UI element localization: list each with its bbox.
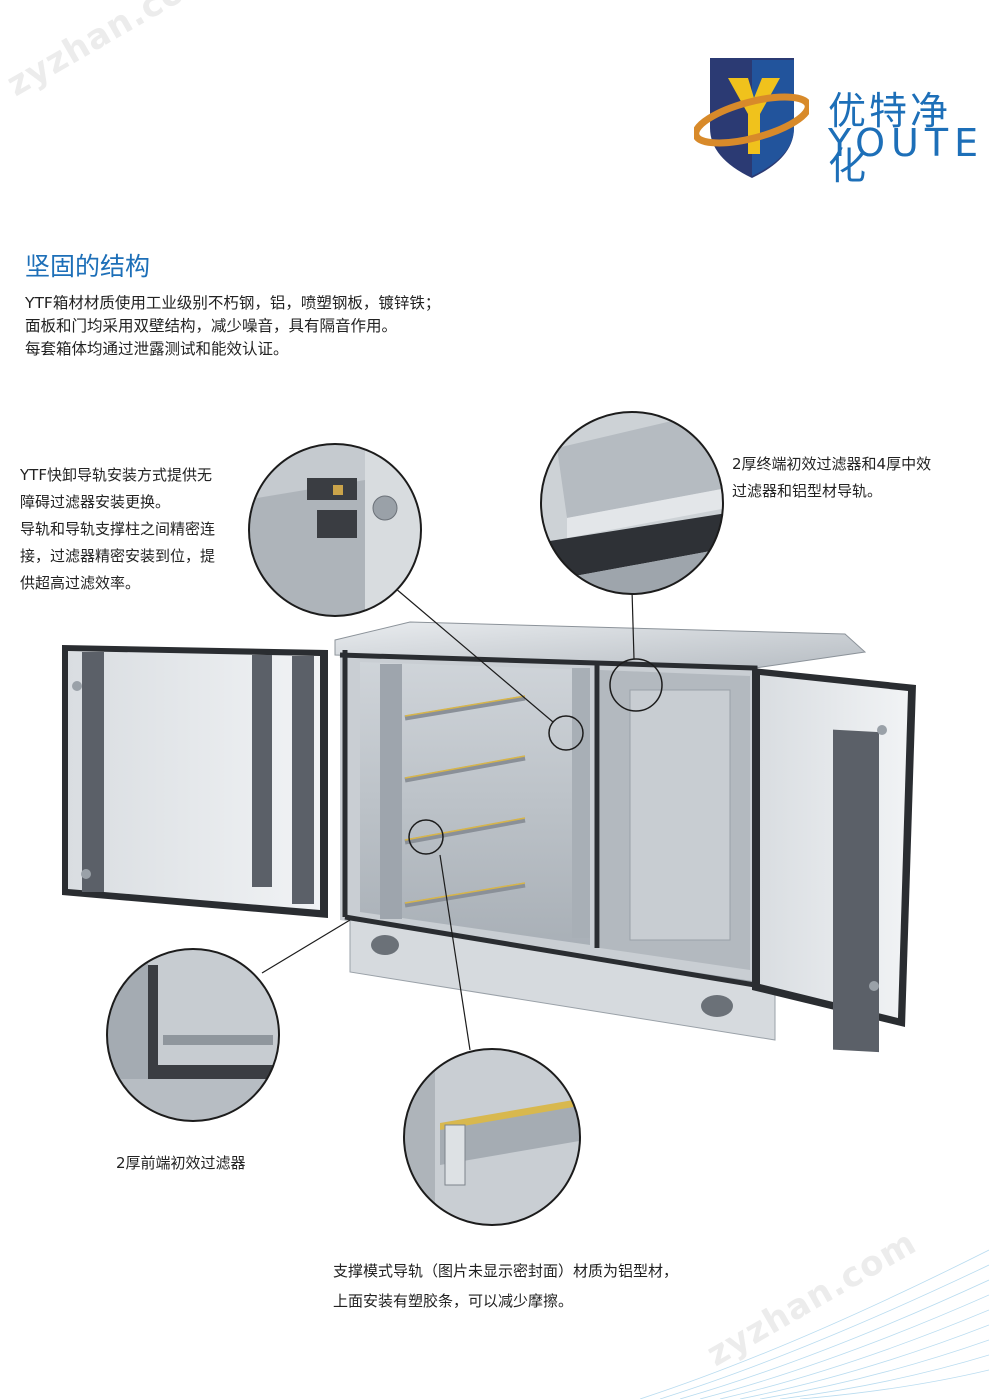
intro-line-3: 每套箱体均通过泄露测试和能效认证。	[25, 340, 289, 358]
caption-end-filter: 2厚终端初效过滤器和4厚中效 过滤器和铝型材导轨。	[732, 451, 972, 505]
zoom-circle-end-filter	[540, 411, 724, 595]
caption-rail-line-4: 接，过滤器精密安装到位，提	[20, 547, 216, 565]
brand-name-cn: 优特净化	[828, 89, 952, 188]
left-door	[62, 645, 328, 918]
intro-text: YTF箱材材质使用工业级别不朽钢，铝，喷塑钢板，镀锌铁； 面板和门均采用双壁结构…	[25, 292, 545, 361]
caption-rail-line-1: YTF快卸导轨安装方式提供无	[20, 466, 212, 484]
decorative-wave-lines	[640, 1249, 989, 1399]
intro-line-1: YTF箱材材质使用工业级别不朽钢，铝，喷塑钢板，镀锌铁；	[25, 294, 441, 312]
caption-front-filter: 2厚前端初效过滤器	[116, 1150, 316, 1177]
zoom-circle-rail	[248, 443, 422, 617]
cabinet-body	[339, 650, 776, 1041]
caption-support-rail: 支撑模式导轨（图片未显示密封面）材质为铝型材， 上面安装有塑胶条，可以减少摩擦。	[333, 1256, 753, 1316]
shield-logo-icon	[694, 58, 809, 178]
cabinet-illustration	[62, 587, 916, 1053]
caption-end-filter-line-2: 过滤器和铝型材导轨。	[732, 482, 883, 500]
brand-name-en: YOUTE	[828, 121, 985, 165]
caption-support-rail-line-1: 支撑模式导轨（图片未显示密封面）材质为铝型材，	[333, 1262, 679, 1280]
zoom-circle-support-rail	[403, 1048, 581, 1226]
intro-line-2: 面板和门均采用双壁结构，减少噪音，具有隔音作用。	[25, 317, 398, 335]
marker-circle-rail	[548, 715, 584, 751]
section-title: 坚固的结构	[25, 252, 151, 281]
brand-logo: 优特净化 YOUTE	[694, 50, 985, 188]
watermark-top: zyzhan.com	[0, 0, 224, 105]
caption-end-filter-line-1: 2厚终端初效过滤器和4厚中效	[732, 455, 932, 473]
zoom-circle-front-filter	[106, 948, 280, 1122]
caption-support-rail-line-2: 上面安装有塑胶条，可以减少摩擦。	[333, 1292, 574, 1310]
caption-rail-line-3: 导轨和导轨支撑柱之间精密连	[20, 520, 216, 538]
caption-front-filter-line-1: 2厚前端初效过滤器	[116, 1154, 246, 1172]
marker-circle-end-filter	[609, 658, 663, 712]
marker-circle-support-rail	[408, 819, 444, 855]
caption-rail-line-5: 供超高过滤效率。	[20, 574, 141, 592]
caption-rail: YTF快卸导轨安装方式提供无 障碍过滤器安装更换。 导轨和导轨支撑柱之间精密连 …	[20, 462, 240, 597]
right-door	[752, 668, 916, 1053]
caption-rail-line-2: 障碍过滤器安装更换。	[20, 493, 171, 511]
